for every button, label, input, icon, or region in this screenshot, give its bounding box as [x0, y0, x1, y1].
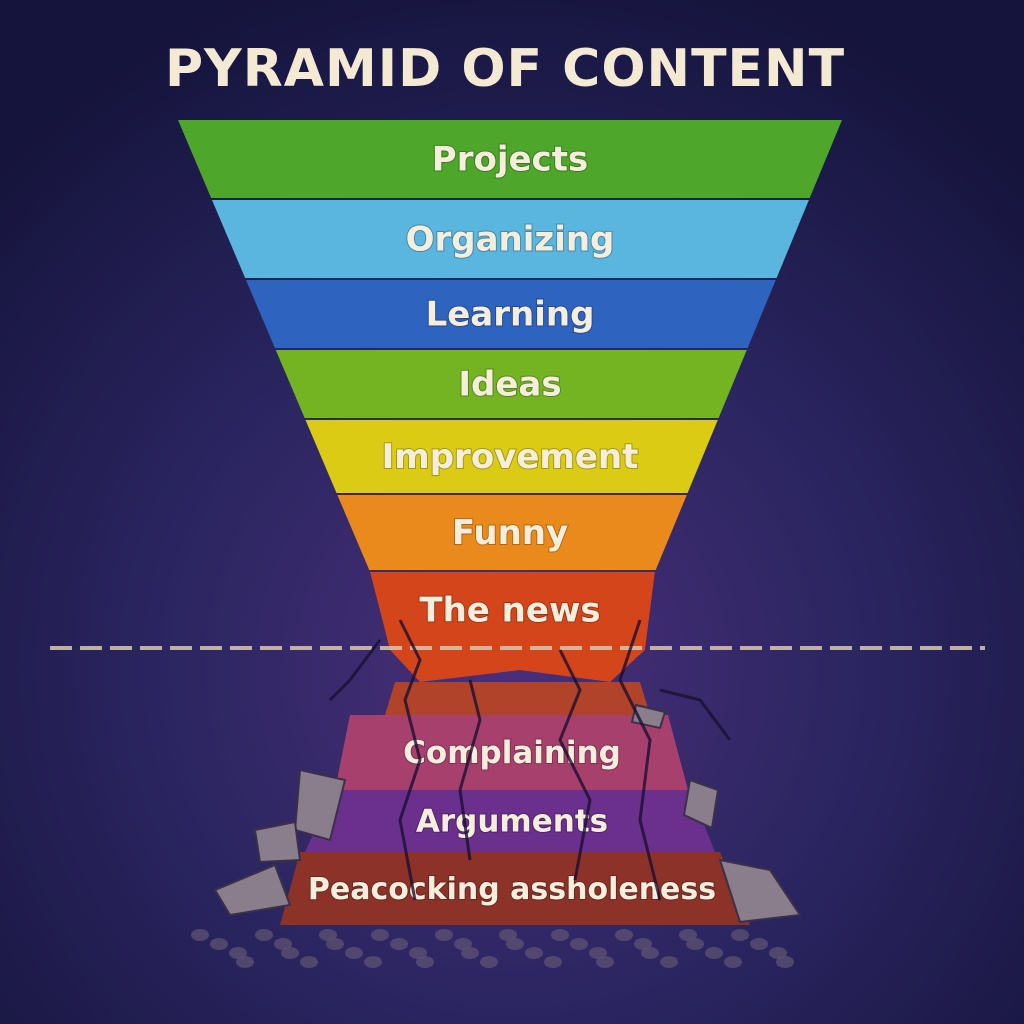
- pebble: [769, 947, 787, 959]
- tier-label: Arguments: [416, 804, 608, 840]
- pebble: [480, 956, 498, 968]
- pebble: [364, 956, 382, 968]
- pebble: [319, 929, 337, 941]
- crack: [558, 649, 592, 881]
- pebble: [409, 947, 427, 959]
- pebble: [236, 956, 254, 968]
- rock: [253, 820, 302, 864]
- rubble-band: [385, 682, 650, 715]
- pebble: [435, 929, 453, 941]
- rock: [682, 778, 720, 830]
- tier-label: Funny: [452, 513, 568, 553]
- tier-band: [305, 420, 718, 493]
- pebble: [274, 938, 292, 950]
- crack: [398, 619, 422, 901]
- pebble: [776, 956, 794, 968]
- cracks: [328, 619, 732, 901]
- tier-label: Organizing: [406, 220, 615, 260]
- pebble: [686, 938, 704, 950]
- pebble: [499, 929, 517, 941]
- pebble: [191, 929, 209, 941]
- pebble: [615, 929, 633, 941]
- pebble: [255, 929, 273, 941]
- pebble: [210, 938, 228, 950]
- pebble: [326, 938, 344, 950]
- pebble: [570, 938, 588, 950]
- pebble: [634, 938, 652, 950]
- pebble: [551, 929, 569, 941]
- pebble: [589, 947, 607, 959]
- rock: [213, 863, 292, 917]
- crack: [328, 639, 382, 702]
- page-title: PYRAMID OF CONTENT: [165, 39, 845, 99]
- pebble: [750, 938, 768, 950]
- pebble: [525, 947, 543, 959]
- pebble: [641, 947, 659, 959]
- tier-label: Ideas: [458, 365, 561, 405]
- pebble: [731, 929, 749, 941]
- pebble: [390, 938, 408, 950]
- tier-band: [335, 715, 688, 790]
- crack: [618, 619, 662, 901]
- tier-band: [246, 280, 776, 348]
- pebble: [724, 956, 742, 968]
- pebble: [596, 956, 614, 968]
- rock: [293, 768, 347, 842]
- pebble: [300, 956, 318, 968]
- tier-band: [212, 200, 809, 278]
- tier-band: [178, 120, 842, 198]
- tier-label: Peacocking assholeness: [308, 872, 716, 907]
- tier-label: The news: [419, 591, 600, 631]
- tier-band: [305, 790, 715, 852]
- pebble: [544, 956, 562, 968]
- tier-band: [280, 852, 750, 925]
- pebble: [679, 929, 697, 941]
- tier-band: [370, 572, 655, 682]
- rubble: [191, 703, 802, 968]
- upper-tiers: ProjectsOrganizingLearningIdeasImproveme…: [178, 120, 842, 682]
- pebble: [660, 956, 678, 968]
- tier-band: [275, 350, 747, 418]
- pebble: [506, 938, 524, 950]
- tier-label: Improvement: [382, 437, 639, 477]
- pebble: [281, 947, 299, 959]
- pebble: [454, 938, 472, 950]
- pebble: [229, 947, 247, 959]
- crack: [659, 688, 732, 741]
- pebble: [705, 947, 723, 959]
- crack: [458, 679, 482, 861]
- pebble: [345, 947, 363, 959]
- tier-label: Learning: [426, 295, 595, 335]
- tier-label: Projects: [432, 140, 588, 180]
- tier-label: Complaining: [403, 735, 621, 771]
- pebble: [416, 956, 434, 968]
- pebble: [371, 929, 389, 941]
- rock: [718, 858, 802, 924]
- tier-band: [337, 495, 687, 570]
- pebble: [461, 947, 479, 959]
